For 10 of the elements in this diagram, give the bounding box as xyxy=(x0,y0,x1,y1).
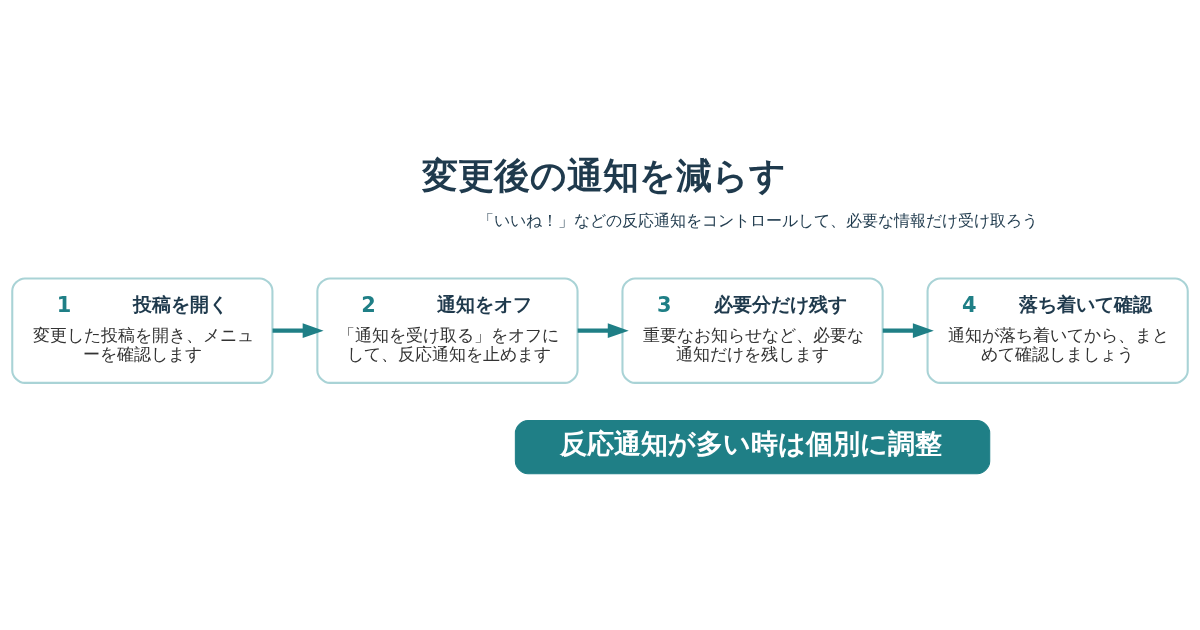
node-box: 3 必要分だけ残す 重要なお知らせなど、必要な通知だけを残します xyxy=(621,277,884,384)
node-box: 2 通知をオフ 「通知を受け取る」をオフにして、反応通知を止めます xyxy=(316,277,579,384)
arrow xyxy=(272,323,324,338)
diagram-title: 変更後の通知を減らす xyxy=(421,154,786,196)
arrow xyxy=(882,323,934,338)
label: 「いいね！」などの反応通知をコントロールして、必要な情報だけ受け取ろう xyxy=(477,210,1038,230)
node-box: 反応通知が多い時は個別に調整 xyxy=(514,420,991,475)
node-box: 4 落ち着いて確認 通知が落ち着いてから、まとめて確認しましょう xyxy=(926,277,1189,384)
node-box: 1 投稿を開く 変更した投稿を開き、メニューを確認します xyxy=(11,277,274,384)
arrow xyxy=(577,323,629,338)
